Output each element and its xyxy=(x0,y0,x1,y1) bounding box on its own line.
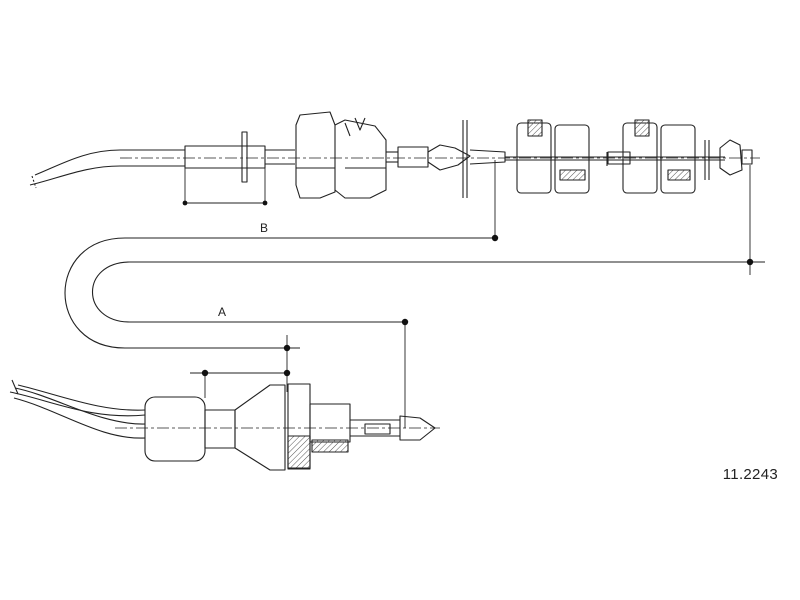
part-number: 11.2243 xyxy=(722,466,778,483)
cable-sheath xyxy=(9,149,750,439)
top-end-assembly xyxy=(184,111,753,199)
center-lines xyxy=(115,157,760,429)
dimension-markers xyxy=(182,200,754,377)
dimension-label-b: B xyxy=(260,221,268,235)
dimension-lines xyxy=(184,160,765,428)
dimension-label-a: A xyxy=(218,305,226,319)
bottom-end-assembly xyxy=(144,383,436,471)
